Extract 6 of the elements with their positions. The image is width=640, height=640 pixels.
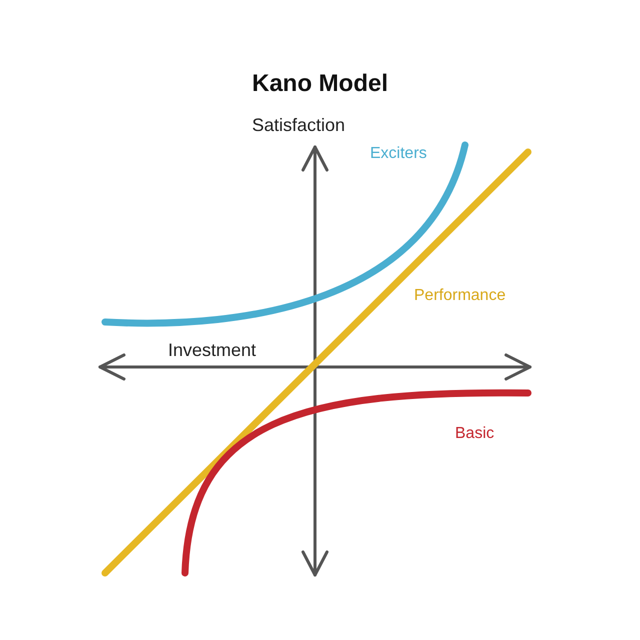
axis-label: Investment bbox=[168, 341, 256, 359]
curve-label: Exciters bbox=[370, 146, 427, 162]
curve-label: Performance bbox=[414, 288, 506, 304]
curve-label: Basic bbox=[455, 426, 494, 442]
chart-title: Kano Model bbox=[251, 72, 389, 96]
axis-label: Satisfaction bbox=[252, 116, 346, 134]
